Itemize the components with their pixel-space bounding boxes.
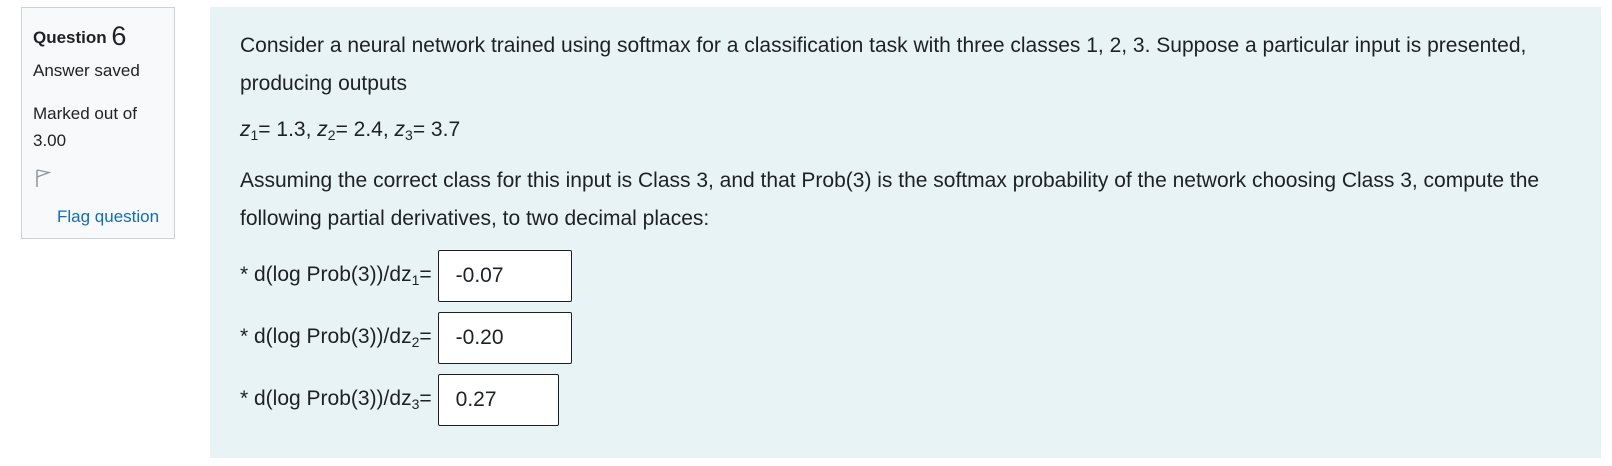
answer-label-1: * d(log Prob(3))/dz1= xyxy=(240,263,432,288)
flag-question-link[interactable]: Flag question xyxy=(33,168,163,228)
answer-row-3: * d(log Prob(3))/dz3= xyxy=(240,372,1571,427)
flag-icon xyxy=(36,169,51,187)
question-instruction: Assuming the correct class for this inpu… xyxy=(240,169,1540,230)
output-z3: z3= 3.7 xyxy=(394,118,461,143)
grade-info: Marked out of 3.00 xyxy=(33,104,137,150)
question-number-value: 6 xyxy=(111,21,127,51)
answer-row-1: * d(log Prob(3))/dz1= xyxy=(240,248,1571,303)
answer-input-1[interactable] xyxy=(437,249,572,302)
output-z2: z2= 2.4, xyxy=(317,118,395,143)
outputs-equation: z1= 1.3, z2= 2.4, z3= 3.7 xyxy=(240,113,1571,152)
answer-input-3[interactable] xyxy=(437,373,559,426)
answer-state: Answer saved xyxy=(33,61,140,80)
output-z1: z1= 1.3, xyxy=(240,118,318,143)
answer-label-2: * d(log Prob(3))/dz2= xyxy=(240,325,432,350)
answer-label-3: * d(log Prob(3))/dz3= xyxy=(240,387,432,412)
question-label: Question xyxy=(33,28,107,47)
answer-input-2[interactable] xyxy=(437,311,572,364)
flag-question-label[interactable]: Flag question xyxy=(57,207,160,226)
question-number: Question 6 xyxy=(33,20,163,54)
question-intro: Consider a neural network trained using … xyxy=(240,34,1527,95)
question-info-panel: Question 6 Answer saved Marked out of 3.… xyxy=(21,7,175,239)
answer-row-2: * d(log Prob(3))/dz2= xyxy=(240,310,1571,365)
question-content: Consider a neural network trained using … xyxy=(210,7,1601,458)
